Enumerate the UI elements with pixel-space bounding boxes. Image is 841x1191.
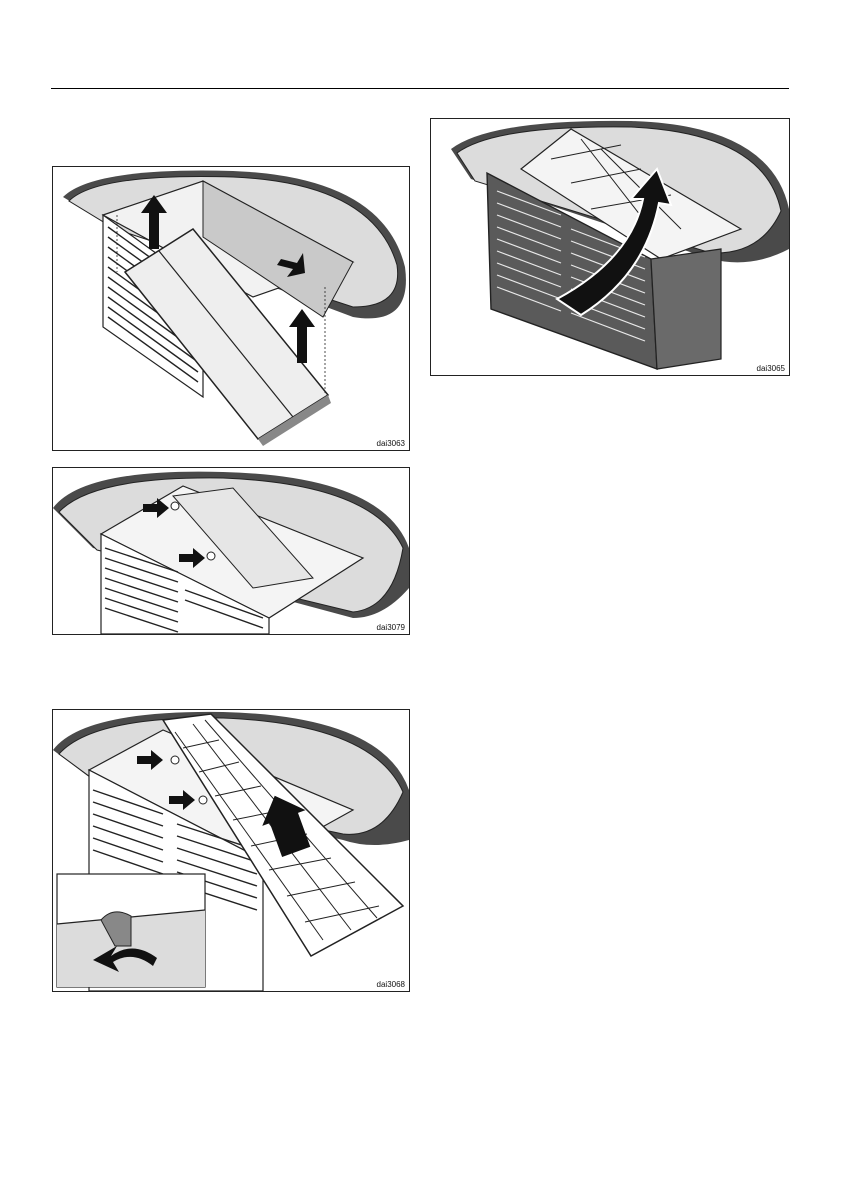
figure-label: dai3065	[756, 364, 786, 373]
figure-illustration	[53, 468, 409, 634]
figure-insert-grille: dai3068	[52, 709, 410, 992]
figure-remove-cover: dai3063	[52, 166, 410, 451]
figure-label: dai3068	[376, 980, 406, 989]
figure-illustration	[53, 167, 409, 450]
figure-illustration	[53, 710, 409, 991]
figure-illustration	[431, 119, 789, 375]
figure-mounting-holes: dai3079	[52, 467, 410, 635]
figure-label: dai3079	[376, 623, 406, 632]
header-rule	[51, 88, 789, 89]
figure-label: dai3063	[376, 439, 406, 448]
figure-close-grille: dai3065	[430, 118, 790, 376]
